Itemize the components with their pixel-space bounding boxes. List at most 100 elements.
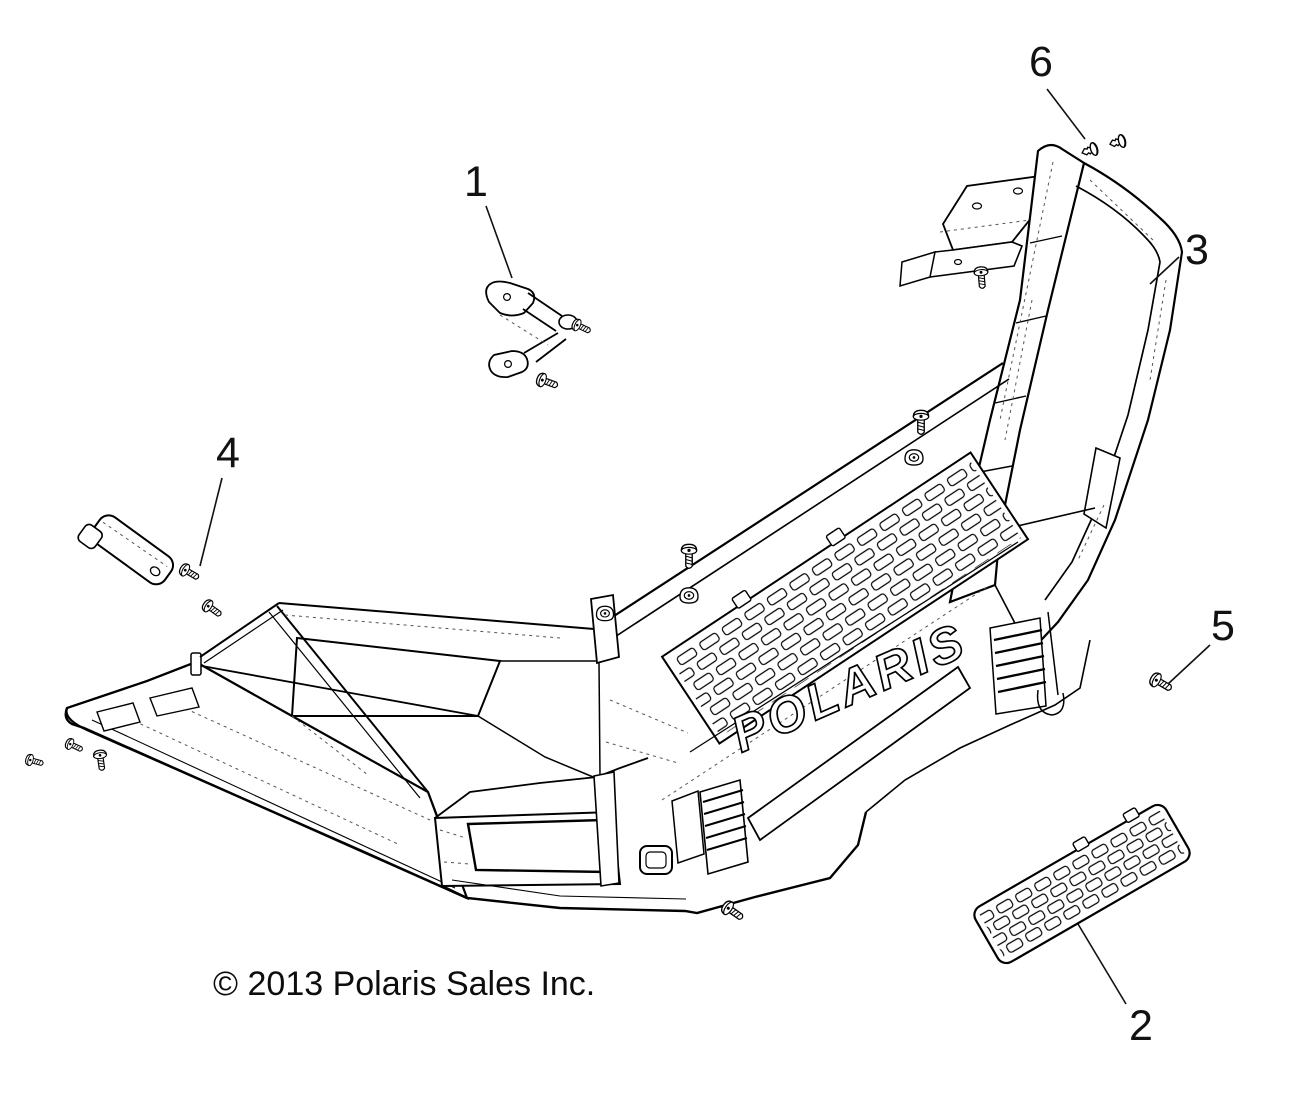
fascia-right-edge bbox=[865, 639, 1091, 813]
fascia-top-edge bbox=[434, 757, 649, 819]
grille-insert-part bbox=[973, 803, 1191, 965]
endcap-crease bbox=[1047, 611, 1059, 696]
strut-hatching bbox=[702, 789, 748, 851]
face-shading bbox=[661, 584, 991, 801]
push-pin-icon bbox=[1107, 133, 1128, 152]
wing-hole bbox=[96, 702, 141, 732]
bracket-hole bbox=[953, 258, 963, 266]
grommet-icon bbox=[595, 605, 615, 622]
guard-inner-edge bbox=[1044, 185, 1161, 601]
wing-hole bbox=[149, 687, 200, 717]
callout-label-2: 2 bbox=[1129, 1002, 1153, 1050]
lower-fascia bbox=[433, 611, 1091, 915]
guard-lower-slot bbox=[1083, 446, 1121, 530]
callouts: 1 2 3 4 5 6 bbox=[199, 38, 1235, 1050]
insert-tab bbox=[1072, 836, 1090, 852]
screw-icon bbox=[1147, 670, 1176, 696]
face-crease bbox=[689, 541, 1019, 753]
wing-shading bbox=[114, 696, 431, 846]
truss-tube-inner bbox=[203, 609, 421, 799]
callout-label-3: 3 bbox=[1185, 226, 1209, 274]
bracket-shading bbox=[499, 314, 549, 346]
callout-4: 4 bbox=[199, 429, 240, 567]
screw-icon bbox=[912, 409, 930, 436]
fascia-corner-hatch bbox=[439, 829, 471, 865]
leader-line-5 bbox=[1167, 644, 1211, 685]
endcap-hook bbox=[1036, 689, 1065, 716]
leader-line-6 bbox=[1046, 88, 1086, 140]
top-tube-inner bbox=[600, 378, 1010, 647]
insert-slots bbox=[978, 808, 1186, 960]
mesh-top-tab bbox=[731, 589, 752, 609]
clamp-shading bbox=[102, 521, 168, 567]
screw-icon bbox=[534, 371, 561, 393]
fog-pocket-outer bbox=[639, 845, 673, 875]
guard-shading bbox=[1077, 179, 1167, 561]
pillar-rungs bbox=[979, 235, 1063, 473]
face-small-slot bbox=[671, 789, 705, 865]
leader-line-1 bbox=[485, 205, 513, 279]
wing-bottom-inner bbox=[91, 719, 456, 889]
bracket-hole bbox=[1012, 187, 1024, 195]
face-hatched-strut bbox=[699, 778, 749, 876]
guard-outer-edge bbox=[1029, 162, 1184, 653]
fascia-center-opening bbox=[466, 818, 610, 874]
upper-mount-bracket-side-flange bbox=[899, 250, 936, 288]
clamp-body bbox=[90, 514, 175, 586]
truss-chords bbox=[201, 665, 479, 819]
callout-5: 5 bbox=[1167, 602, 1235, 685]
insert-tab bbox=[1122, 807, 1140, 823]
grille-mesh-slots bbox=[668, 459, 1022, 737]
truss-tubes bbox=[199, 602, 595, 793]
wing-top-edge bbox=[66, 660, 197, 710]
top-tube-outer bbox=[593, 362, 1004, 630]
push-pin-icon bbox=[1079, 141, 1100, 160]
fascia-left-pillar bbox=[593, 771, 620, 887]
fascia-bottom-inner bbox=[451, 879, 687, 900]
leader-line-4 bbox=[199, 477, 223, 567]
bracket-hole bbox=[504, 360, 513, 369]
screw-icon bbox=[63, 736, 86, 756]
wing-bottom-edge bbox=[64, 707, 468, 900]
grille-mesh bbox=[660, 451, 1030, 745]
leader-line-2 bbox=[1077, 923, 1127, 1005]
vent-slats bbox=[993, 628, 1047, 694]
callout-label-4: 4 bbox=[216, 429, 240, 477]
grommet-icon bbox=[679, 587, 699, 604]
z-mount-bracket bbox=[485, 280, 578, 379]
right-end-vent bbox=[989, 617, 1047, 715]
bracket-web bbox=[523, 332, 567, 363]
callout-label-6: 6 bbox=[1029, 38, 1053, 86]
screw-icon bbox=[199, 597, 225, 621]
grommet-icon bbox=[904, 449, 924, 466]
callout-1: 1 bbox=[464, 158, 513, 279]
bracket-hole bbox=[503, 293, 512, 302]
shell-left-tab bbox=[590, 593, 620, 665]
bracket-shading bbox=[939, 219, 1031, 233]
fog-lamp-pocket bbox=[639, 845, 673, 875]
screw-icon bbox=[973, 265, 990, 290]
face-lower-slot bbox=[746, 665, 972, 842]
bumper-center-shell: POLARIS bbox=[477, 362, 1030, 876]
pillar-shading bbox=[999, 161, 1054, 441]
copyright-text: © 2013 Polaris Sales Inc. bbox=[213, 965, 595, 1003]
fascia-bottom-lip bbox=[441, 811, 868, 915]
screw-icon bbox=[177, 561, 203, 584]
mesh-top-tab bbox=[825, 527, 846, 547]
bracket-hole bbox=[971, 202, 983, 210]
left-wing-and-truss bbox=[64, 602, 595, 901]
truss-shading bbox=[284, 614, 561, 776]
clamp-hook bbox=[77, 523, 103, 550]
clamp-bracket bbox=[77, 514, 175, 586]
wing-mount-tab bbox=[190, 652, 202, 676]
callout-label-1: 1 bbox=[464, 158, 488, 206]
callout-2: 2 bbox=[1077, 923, 1153, 1050]
screw-icon bbox=[23, 752, 45, 770]
bracket-arm bbox=[522, 292, 563, 332]
truss-opening bbox=[290, 636, 502, 717]
callout-label-5: 5 bbox=[1211, 602, 1235, 650]
screw-icon bbox=[718, 898, 747, 925]
screw-icon bbox=[92, 748, 110, 772]
